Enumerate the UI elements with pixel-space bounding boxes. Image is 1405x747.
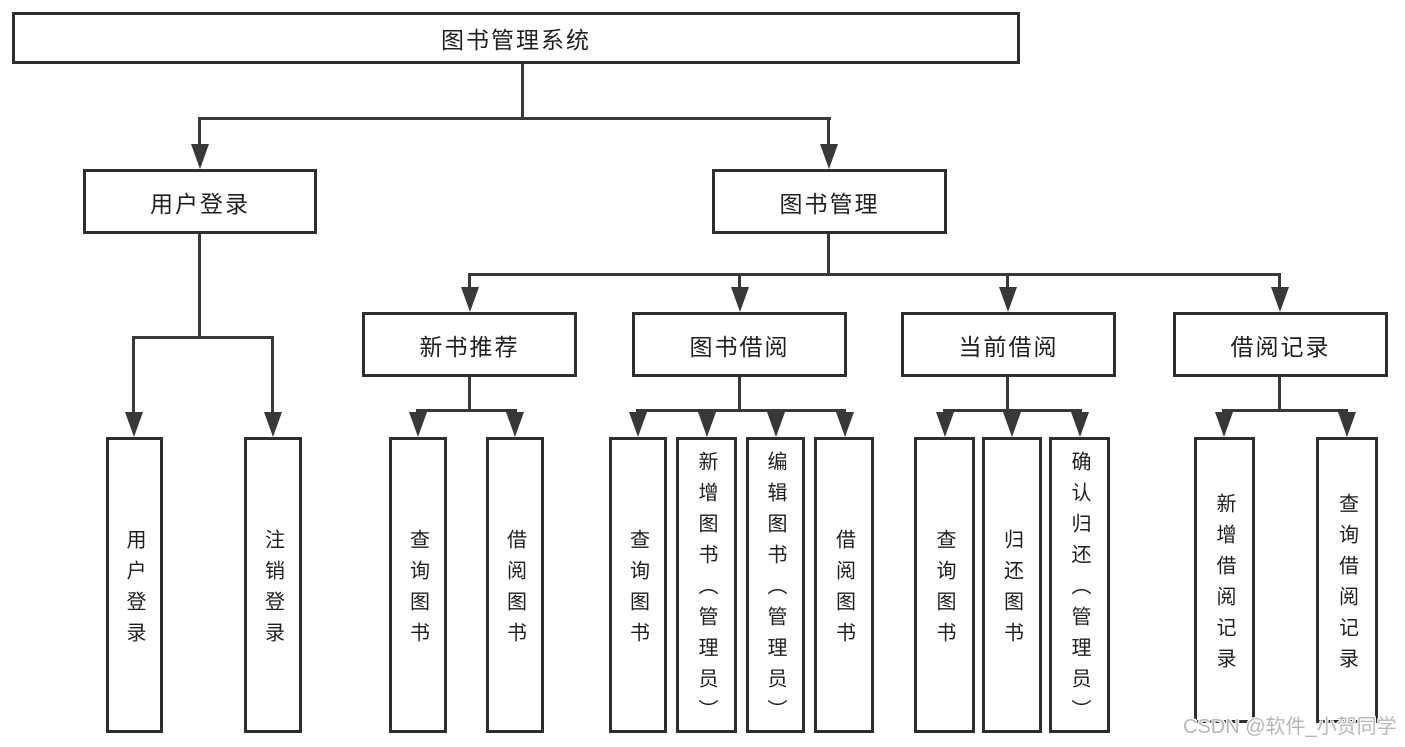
connector-arrowhead [698, 412, 716, 437]
connector-arrowhead [629, 412, 647, 437]
connector-arrowhead [936, 412, 954, 437]
node-root-label: 图书管理系统 [441, 27, 591, 53]
connector-arrowhead [1071, 412, 1089, 437]
node-root: 图书管理系统 [12, 12, 1020, 64]
connector-arrow-shaft [738, 273, 741, 293]
connector-arrow-shaft [132, 336, 135, 416]
leaf-records-query-record-label: 查询借阅记录 [1335, 492, 1358, 679]
connector-bookborrow-stub [738, 377, 741, 411]
connector-arrow-shaft [1278, 273, 1281, 293]
connector-level3-rail [468, 273, 1281, 276]
leaf-borrowing-query-books-label: 查询图书 [626, 528, 649, 653]
node-borrowing-records: 借阅记录 [1173, 312, 1388, 377]
leaf-current-query-books: 查询图书 [914, 437, 975, 733]
connector-arrowhead [506, 412, 524, 437]
connector-arrow-shaft [198, 117, 201, 149]
connector-arrowhead [836, 412, 854, 437]
connector-arrowhead [461, 287, 479, 312]
leaf-borrowing-borrow-books-label: 借阅图书 [832, 528, 855, 653]
node-book-borrowing-label: 图书借阅 [689, 333, 790, 360]
leaf-borrowing-edit-books-admin-label: 编辑图书（管理员） [764, 451, 786, 730]
connector-arrow-shaft [271, 336, 274, 416]
leaf-newbook-query-books: 查询图书 [389, 437, 447, 733]
connector-arrowhead [820, 144, 838, 169]
connector-arrow-shaft [827, 117, 830, 149]
connector-arrowhead [731, 287, 749, 312]
node-current-borrowing-label: 当前借阅 [958, 333, 1059, 360]
leaf-current-confirm-return-admin-label: 确认归还（管理员） [1068, 451, 1090, 730]
leaf-logout: 注销登录 [244, 437, 302, 733]
connector-currentborrow-stub [1006, 377, 1009, 411]
leaf-current-return-books-label: 归还图书 [1000, 528, 1023, 653]
node-book-borrowing: 图书借阅 [632, 312, 847, 377]
leaf-borrowing-edit-books-admin: 编辑图书（管理员） [746, 437, 805, 733]
leaf-user-login-label: 用户登录 [123, 528, 145, 653]
connector-root-stub [521, 62, 524, 119]
leaf-borrowing-add-books-admin: 新增图书（管理员） [676, 437, 737, 733]
leaf-borrowing-borrow-books: 借阅图书 [814, 437, 874, 733]
leaf-newbook-borrow-books: 借阅图书 [486, 437, 544, 733]
leaf-records-add-record: 新增借阅记录 [1194, 437, 1255, 723]
node-borrowing-records-label: 借阅记录 [1230, 333, 1331, 360]
leaf-current-confirm-return-admin: 确认归还（管理员） [1049, 437, 1110, 733]
leaf-newbook-query-books-label: 查询图书 [406, 528, 429, 653]
connector-records-stub [1278, 377, 1281, 411]
node-book-management-label: 图书管理 [779, 190, 880, 217]
node-new-book-recommend-label: 新书推荐 [419, 333, 520, 360]
connector-arrowhead [125, 412, 143, 437]
leaf-current-query-books-label: 查询图书 [933, 528, 955, 653]
connector-newbook-rail [416, 409, 517, 412]
connector-arrowhead [1271, 287, 1289, 312]
leaf-records-query-record: 查询借阅记录 [1316, 437, 1378, 723]
connector-arrowhead [1338, 412, 1356, 437]
connector-arrowhead [264, 412, 282, 437]
connector-level2-rail [198, 117, 831, 120]
connector-arrowhead [409, 412, 427, 437]
leaf-records-add-record-label: 新增借阅记录 [1213, 492, 1235, 679]
csdn-watermark: CSDN @软件_小贺同学 [1183, 716, 1397, 738]
connector-arrow-shaft [1006, 273, 1009, 293]
node-user-login: 用户登录 [83, 169, 317, 234]
node-user-login-label: 用户登录 [150, 190, 250, 217]
connector-arrowhead [191, 144, 209, 169]
connector-userlogin-rail [132, 336, 274, 339]
connector-userlogin-stub [198, 234, 201, 338]
connector-bookmgmt-stub [827, 234, 830, 275]
leaf-user-login: 用户登录 [106, 437, 163, 733]
leaf-borrowing-add-books-admin-label: 新增图书（管理员） [695, 451, 717, 730]
node-current-borrowing: 当前借阅 [901, 312, 1116, 377]
connector-newbook-stub [468, 377, 471, 411]
node-new-book-recommend: 新书推荐 [362, 312, 577, 377]
leaf-current-return-books: 归还图书 [982, 437, 1042, 733]
connector-arrow-shaft [468, 273, 471, 293]
leaf-logout-label: 注销登录 [261, 528, 284, 653]
connector-records-rail [1222, 409, 1348, 412]
connector-bookborrow-rail [636, 409, 846, 412]
connector-arrowhead [767, 412, 785, 437]
leaf-borrowing-query-books: 查询图书 [609, 437, 667, 733]
node-book-management: 图书管理 [712, 169, 947, 234]
leaf-newbook-borrow-books-label: 借阅图书 [503, 528, 526, 653]
connector-arrowhead [999, 287, 1017, 312]
connector-arrowhead [1003, 412, 1021, 437]
connector-arrowhead [1215, 412, 1233, 437]
